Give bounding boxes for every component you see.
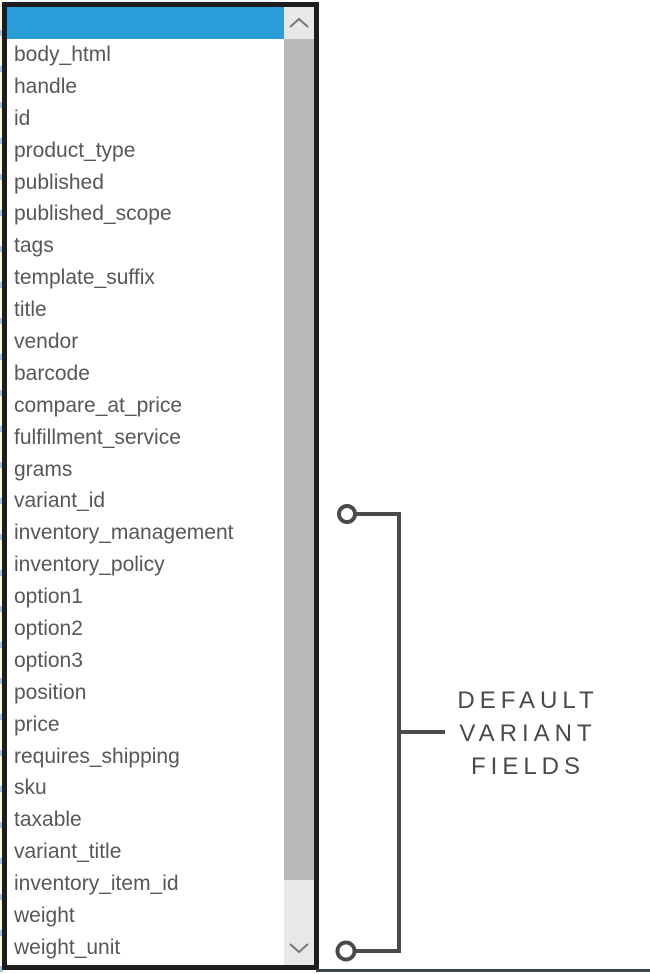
list-item[interactable]: inventory_management [14,521,234,545]
scrollbar[interactable] [284,7,314,965]
list-item[interactable]: published [14,170,104,194]
list-item[interactable]: fulfillment_service [14,425,181,449]
bracket-top-circle [337,504,357,524]
list-item[interactable]: price [14,712,60,736]
list-item[interactable]: tags [14,234,54,258]
list-item[interactable]: requires_shipping [14,744,180,768]
callout-label-line: FIELDS [470,753,586,780]
list-item[interactable]: option1 [14,585,83,609]
chevron-down-icon [289,943,309,954]
list-item[interactable]: taxable [14,808,82,832]
scroll-down-button[interactable] [284,931,314,965]
list-item[interactable]: title [14,298,47,322]
callout-label-line: DEFAULT [457,687,599,714]
list-item[interactable]: option3 [14,648,83,672]
list-item[interactable]: weight [14,904,75,928]
callout-label-line: VARIANT [459,720,597,747]
list-item[interactable]: template_suffix [14,266,155,290]
selected-row[interactable] [7,7,284,39]
list-item[interactable]: id [14,106,31,130]
list-item[interactable]: barcode [14,361,90,385]
bracket-bottom-circle [335,940,357,962]
callout-label: DEFAULT VARIANT FIELDS [440,684,616,783]
list-item[interactable]: variant_id [14,489,106,513]
list-item[interactable]: product_type [14,138,136,162]
list-item[interactable]: weight_unit [14,935,121,959]
scrollbar-thumb[interactable] [284,39,314,880]
list-item[interactable]: sku [14,776,47,800]
list-item[interactable]: inventory_item_id [14,872,179,896]
chevron-up-icon [289,17,309,28]
list-item[interactable]: inventory_policy [14,553,165,577]
table-edge-line [316,969,650,972]
list-item[interactable]: grams [14,457,73,481]
list-item[interactable]: body_html [14,43,111,66]
list-item[interactable]: option2 [14,617,83,641]
list-item[interactable]: variant_title [14,840,122,864]
list-item[interactable]: handle [14,74,78,98]
list-item[interactable]: published_scope [14,202,172,226]
list-item[interactable]: vendor [14,330,79,354]
bracket-top-line [355,512,401,953]
list-item[interactable]: compare_at_price [14,393,183,417]
spreadsheet-edge-strip [0,0,3,974]
list-item[interactable]: position [14,680,87,704]
scroll-up-button[interactable] [284,7,314,39]
